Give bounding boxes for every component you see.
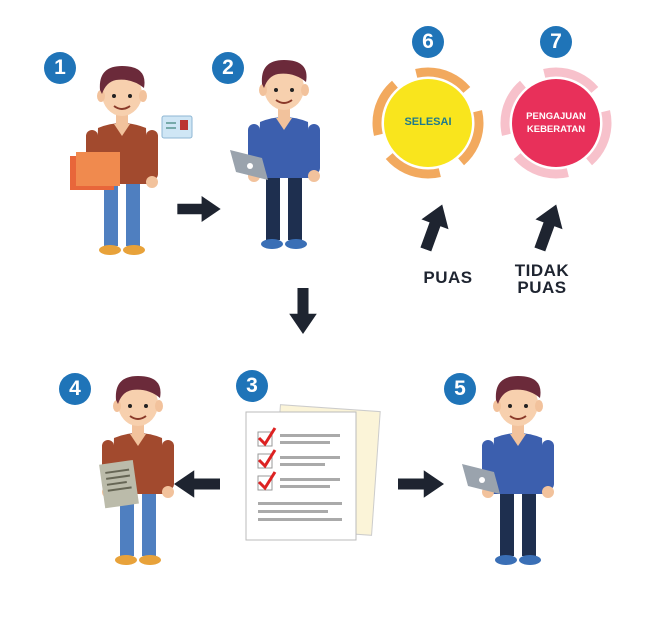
keberatan-label: PENGAJUAN KEBERATAN	[506, 110, 606, 136]
laptop-icon	[230, 150, 268, 180]
keberatan-line-2: KEBERATAN	[526, 124, 586, 135]
step-badge-4: 4	[59, 373, 91, 405]
arrow-down-icon	[288, 288, 318, 334]
step-badge-1: 1	[44, 52, 76, 84]
arrow-up-icon	[412, 199, 457, 254]
arrow-right-icon	[176, 196, 222, 222]
tidak-puas-line-1: TIDAK	[514, 261, 570, 280]
arrow-up-icon	[526, 199, 571, 254]
outcome-selesai-circle	[372, 67, 484, 179]
puas-label: PUAS	[423, 268, 473, 287]
tidak-puas-label: TIDAK PUAS	[510, 262, 574, 296]
outcome-keberatan-circle	[500, 67, 612, 179]
paper-document-icon	[99, 459, 139, 509]
keberatan-line-1: PENGAJUAN	[526, 111, 586, 122]
step-badge-5: 5	[444, 373, 476, 405]
step-badge-3: 3	[236, 370, 268, 402]
laptop-icon	[462, 464, 500, 494]
step-badge-2: 2	[212, 52, 244, 84]
folder-icon	[70, 152, 120, 190]
id-card-icon	[161, 115, 193, 139]
selesai-label: SELESAI	[404, 116, 452, 128]
tidak-puas-line-2: PUAS	[517, 278, 567, 297]
checklist-document-icon	[245, 404, 381, 541]
arrow-right-icon	[398, 470, 444, 498]
step-badge-7: 7	[540, 26, 572, 58]
step-badge-6: 6	[412, 26, 444, 58]
